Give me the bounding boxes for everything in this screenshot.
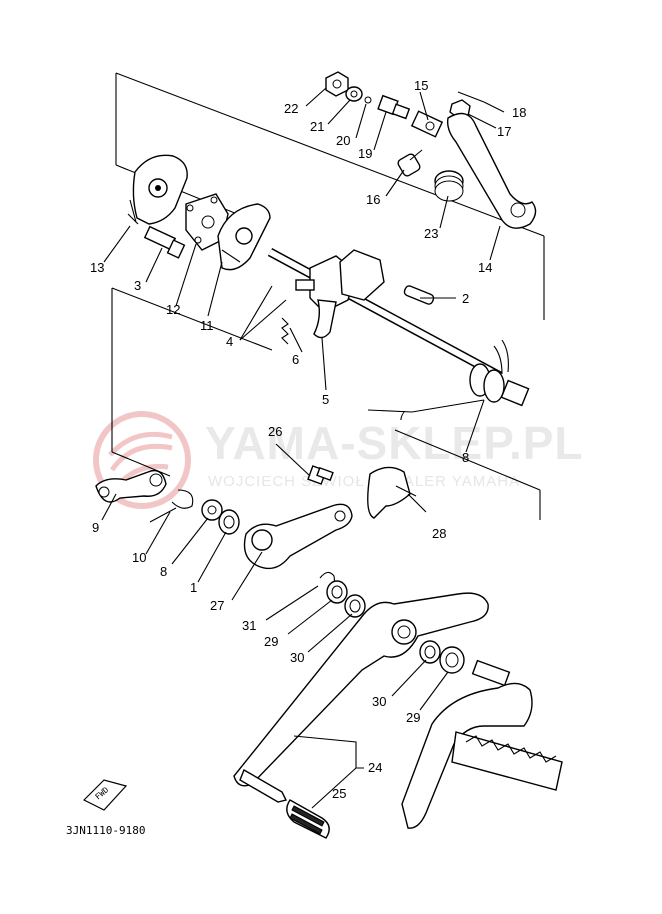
part-3-bolt [143, 225, 186, 259]
part-2-pin [403, 285, 435, 305]
part-13-cam-plate [127, 154, 188, 225]
callout-5: 5 [322, 392, 329, 407]
part-25-rubber [286, 799, 330, 839]
callout-28: 28 [432, 526, 446, 541]
callout-12: 12 [166, 302, 180, 317]
callout-29-upper: 29 [264, 634, 278, 649]
callout-24: 24 [368, 760, 382, 775]
part-16-pin [397, 149, 423, 177]
watermark-subtitle: WOJCIECH SZWIOŁ - DEALER YAMAHA [208, 473, 520, 490]
part-19-bolt [377, 94, 411, 120]
part-7-shift-shaft [267, 248, 503, 380]
watermark-logo-icon [93, 411, 191, 509]
callout-25: 25 [332, 786, 346, 801]
part-28-guide [367, 466, 417, 519]
part-20-clip [364, 96, 372, 104]
callout-19: 19 [358, 146, 372, 161]
callout-15: 15 [414, 78, 428, 93]
callout-4: 4 [226, 334, 233, 349]
callout-7: 7 [398, 408, 405, 423]
callout-30-lower: 30 [372, 694, 386, 709]
part-22-nut [325, 71, 349, 97]
callout-16: 16 [366, 192, 380, 207]
part-1-bushing [218, 509, 240, 535]
part-10-spring [149, 489, 194, 523]
part-30-washer-lower [419, 640, 441, 664]
callout-10: 10 [132, 550, 146, 565]
callout-30-upper: 30 [290, 650, 304, 665]
frame-footrest [401, 659, 563, 829]
part-9-lever [95, 469, 167, 503]
callout-1: 1 [190, 580, 197, 595]
callout-6: 6 [292, 352, 299, 367]
part-29-washer-lower [439, 646, 465, 674]
callout-23: 23 [424, 226, 438, 241]
callout-18: 18 [512, 105, 526, 120]
part-30-washer-upper [344, 594, 366, 618]
callout-14: 14 [478, 260, 492, 275]
part-27-shift-arm [243, 503, 353, 570]
callout-31: 31 [242, 618, 256, 633]
callout-9: 9 [92, 520, 99, 535]
callout-3: 3 [134, 278, 141, 293]
part-11-segment [217, 203, 271, 271]
fwd-arrow-icon: FWD [82, 779, 128, 811]
callout-2: 2 [462, 291, 469, 306]
callout-26: 26 [268, 424, 282, 439]
part-29-washer-upper [326, 580, 348, 604]
part-6-spring [281, 317, 289, 345]
callout-11: 11 [200, 318, 214, 333]
callout-labels: 22 21 20 19 15 18 17 16 23 14 13 3 12 11… [90, 78, 526, 801]
callout-21: 21 [310, 119, 324, 134]
callout-20: 20 [336, 133, 350, 148]
callout-27: 27 [210, 598, 224, 613]
watermark: YAMA-SKLEP.PL WOJCIECH SZWIOŁ - DEALER Y… [93, 411, 584, 509]
part-15-joint [410, 110, 444, 138]
part-14-arm [446, 112, 537, 229]
part-8-washer [201, 499, 223, 521]
callout-13: 13 [90, 260, 104, 275]
watermark-title: YAMA-SKLEP.PL [205, 417, 584, 469]
callout-22: 22 [284, 101, 298, 116]
callout-8: 8 [462, 450, 469, 465]
part-21-washer [345, 86, 363, 102]
part-23-spring [434, 170, 464, 202]
leader-lines [101, 87, 505, 809]
diagram-code: 3JN1110-9180 [66, 824, 145, 837]
part-8-oil-seal [469, 339, 530, 407]
callout-8b: 8 [160, 564, 167, 579]
part-18-cotter-pin [457, 91, 485, 103]
callout-29-lower: 29 [406, 710, 420, 725]
callout-17: 17 [497, 124, 511, 139]
part-24-shift-pedal [233, 592, 489, 803]
part-26-bolt [307, 465, 334, 485]
